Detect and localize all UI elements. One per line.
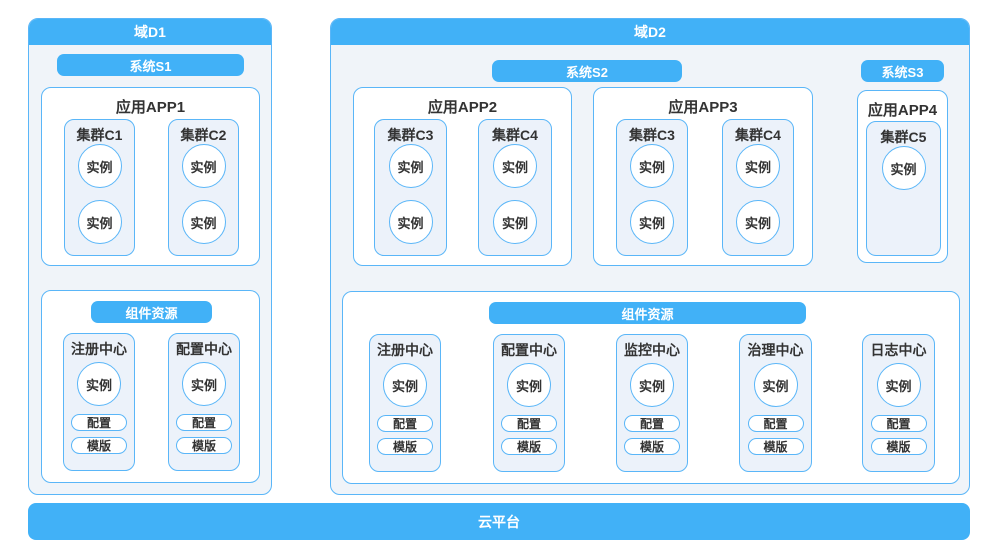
center-monitor-box: 监控中心 实例 配置 模版	[616, 334, 688, 472]
cloud-platform-bar: 云平台	[28, 503, 970, 540]
app2-title: 应用APP2	[427, 99, 498, 116]
cluster-c4-box: 集群C4 实例 实例	[478, 119, 552, 256]
instance-circle: 实例	[507, 363, 551, 407]
instance-circle: 实例	[753, 363, 798, 407]
template-pill: 模版	[870, 438, 927, 455]
center-log-box: 日志中心 实例 配置 模版	[862, 334, 935, 472]
template-pill: 模版	[624, 438, 680, 455]
center-title: 配置中心	[176, 341, 232, 357]
system-s1-badge: 系统S1	[57, 54, 244, 76]
components-box-d2: 组件资源 注册中心 实例 配置 模版 配置中心 实例 配置 模版 监控中心 实例…	[342, 291, 960, 484]
domain-d2: 域D2 系统S2 系统S3 应用APP2 集群C3 实例 实例 集群C4 实例 …	[330, 18, 970, 495]
system-s2-badge: 系统S2	[492, 60, 682, 82]
instance-circle: 实例	[630, 200, 674, 244]
template-pill: 模版	[176, 437, 232, 454]
center-registry-box: 注册中心 实例 配置 模版	[63, 333, 135, 471]
config-pill: 配置	[71, 414, 127, 431]
components-title-badge: 组件资源	[489, 302, 806, 324]
template-pill: 模版	[377, 438, 433, 455]
template-pill: 模版	[501, 438, 557, 455]
instance-circle: 实例	[77, 144, 122, 188]
center-title: 配置中心	[501, 342, 557, 358]
domain-d2-header: 域D2	[331, 19, 969, 45]
config-pill: 配置	[501, 415, 557, 432]
app3-box: 应用APP3 集群C3 实例 实例 集群C4 实例 实例	[593, 87, 813, 266]
center-title: 日志中心	[870, 342, 927, 358]
instance-circle: 实例	[388, 200, 433, 244]
instance-circle: 实例	[181, 144, 226, 188]
center-config-box: 配置中心 实例 配置 模版	[168, 333, 240, 471]
center-title: 治理中心	[747, 342, 804, 358]
cluster-title: 集群C4	[735, 127, 781, 143]
app1-box: 应用APP1 集群C1 实例 实例 集群C2 实例 实例	[41, 87, 260, 266]
components-box-d1: 组件资源 注册中心 实例 配置 模版 配置中心 实例 配置 模版	[41, 290, 260, 483]
instance-circle: 实例	[876, 363, 921, 407]
domain-d2-title: 域D2	[634, 24, 666, 40]
center-governance-box: 治理中心 实例 配置 模版	[739, 334, 812, 472]
instance-circle: 实例	[630, 363, 674, 407]
instance-circle: 实例	[181, 200, 226, 244]
system-s3-badge: 系统S3	[861, 60, 944, 82]
instance-circle: 实例	[77, 200, 122, 244]
app4-box: 应用APP4 集群C5 实例	[857, 90, 948, 263]
cluster-c3-box: 集群C3 实例 实例	[374, 119, 447, 256]
instance-circle: 实例	[736, 144, 780, 188]
template-pill: 模版	[747, 438, 804, 455]
cluster-title: 集群C3	[387, 127, 434, 143]
cluster-title: 集群C2	[180, 127, 227, 143]
center-title: 注册中心	[377, 342, 433, 358]
cluster-title: 集群C4	[492, 127, 538, 143]
instance-circle: 实例	[493, 200, 537, 244]
config-pill: 配置	[377, 415, 433, 432]
instance-circle: 实例	[182, 362, 226, 406]
cluster-title: 集群C5	[880, 129, 927, 145]
center-title: 注册中心	[71, 341, 127, 357]
app3-title: 应用APP3	[668, 99, 738, 116]
app4-title: 应用APP4	[867, 102, 938, 119]
domain-d1: 域D1 系统S1 应用APP1 集群C1 实例 实例 集群C2 实例 实例 组件…	[28, 18, 272, 495]
app2-box: 应用APP2 集群C3 实例 实例 集群C4 实例 实例	[353, 87, 572, 266]
instance-circle: 实例	[736, 200, 780, 244]
config-pill: 配置	[624, 415, 680, 432]
cluster-c5-box: 集群C5 实例	[866, 121, 941, 256]
cluster-c4-box: 集群C4 实例 实例	[722, 119, 794, 256]
domain-d1-header: 域D1	[29, 19, 271, 45]
instance-circle: 实例	[77, 362, 121, 406]
center-title: 监控中心	[624, 342, 680, 358]
instance-circle: 实例	[630, 144, 674, 188]
components-title-badge: 组件资源	[91, 301, 212, 323]
app1-title: 应用APP1	[115, 99, 186, 116]
cluster-c2-box: 集群C2 实例 实例	[168, 119, 239, 256]
instance-circle: 实例	[493, 144, 537, 188]
center-registry-box: 注册中心 实例 配置 模版	[369, 334, 441, 472]
cluster-c3-box: 集群C3 实例 实例	[616, 119, 688, 256]
template-pill: 模版	[71, 437, 127, 454]
cluster-title: 集群C1	[76, 127, 123, 143]
instance-circle: 实例	[383, 363, 427, 407]
cluster-title: 集群C3	[629, 127, 675, 143]
cluster-c1-box: 集群C1 实例 实例	[64, 119, 135, 256]
domain-d1-title: 域D1	[134, 24, 166, 40]
config-pill: 配置	[176, 414, 232, 431]
config-pill: 配置	[870, 415, 927, 432]
config-pill: 配置	[747, 415, 804, 432]
instance-circle: 实例	[388, 144, 433, 188]
center-config-box: 配置中心 实例 配置 模版	[493, 334, 565, 472]
instance-circle: 实例	[881, 146, 926, 190]
